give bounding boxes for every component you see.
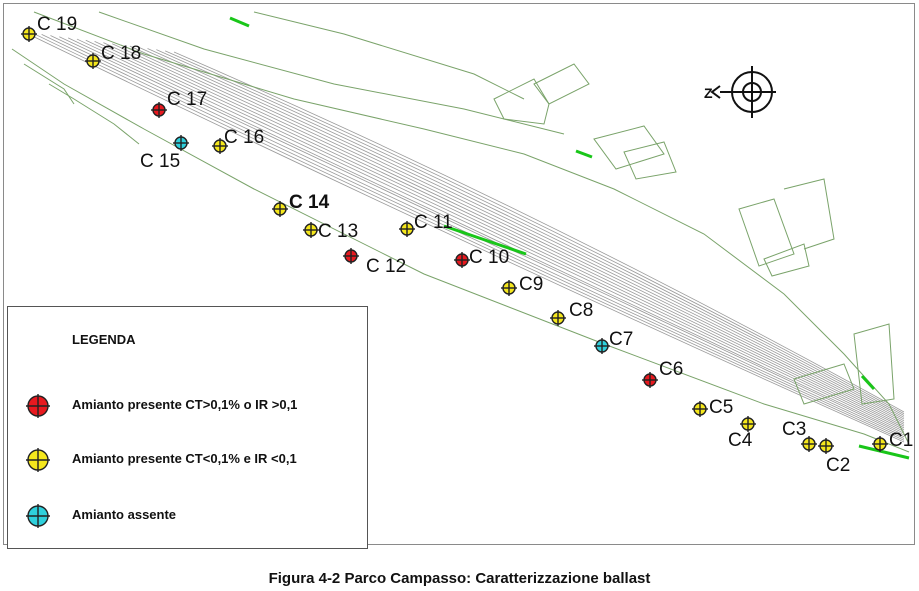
- sample-point-c1: C1: [872, 430, 913, 452]
- north-label: Z: [704, 85, 713, 101]
- sample-points: C 19 C 18 C 17 C 16 C 15 C 14 C 13 C 12 C 11 C 10…: [21, 14, 913, 476]
- sample-point-label: C6: [659, 359, 683, 380]
- sample-point-label: C 18: [101, 43, 141, 64]
- sample-point-c2: C2: [818, 438, 850, 476]
- sample-point-label: C4: [728, 430, 753, 451]
- sample-point-label: C3: [782, 419, 806, 440]
- sample-point-c15: C 15: [140, 135, 189, 172]
- sample-point-label: C 15: [140, 151, 180, 172]
- legend-item-label: Amianto presente CT<0,1% e IR <0,1: [72, 451, 297, 466]
- legend-title: LEGENDA: [72, 332, 136, 347]
- cyan-target-icon: [26, 504, 50, 528]
- sample-point-c6: C6: [642, 359, 683, 388]
- legend-item-yellow: Amianto presente CT<0,1% e IR <0,1: [20, 443, 360, 475]
- sample-point-c16: C 16: [212, 127, 264, 154]
- legend-item-label: Amianto presente CT>0,1% o IR >0,1: [72, 397, 298, 412]
- north-arrow: Z: [704, 66, 776, 118]
- sample-point-c13: C 13: [303, 221, 358, 242]
- legend-box: LEGENDA Amianto presente CT>0,1% o IR >0…: [7, 306, 368, 549]
- sample-point-label: C 11: [414, 212, 453, 233]
- sample-point-c8: C8: [550, 300, 593, 326]
- sample-point-label: C 10: [469, 247, 509, 268]
- legend-item-cyan: Amianto assente: [20, 499, 360, 531]
- legend-item-red: Amianto presente CT>0,1% o IR >0,1: [20, 389, 360, 421]
- sample-point-label: C 13: [318, 221, 358, 242]
- sample-point-label: C7: [609, 329, 633, 350]
- sample-point-label: C 17: [167, 89, 207, 110]
- sample-point-c19: C 19: [21, 14, 77, 42]
- sample-point-label: C 19: [37, 14, 77, 35]
- sample-point-c5: C5: [692, 397, 733, 418]
- sample-point-label: C8: [569, 300, 593, 321]
- figure-caption: Figura 4-2 Parco Campasso: Caratterizzaz…: [268, 570, 651, 587]
- track-lines: [23, 31, 905, 443]
- sample-point-c12: C 12: [343, 248, 406, 277]
- sample-point-label: C9: [519, 274, 543, 295]
- sample-point-label: C 16: [224, 127, 264, 148]
- green-features: [229, 16, 910, 460]
- yellow-target-icon: [26, 448, 50, 472]
- sample-point-label: C1: [889, 430, 913, 451]
- rail-yard-map: Z C 19C 18C 17C 16C 15C 14C 13C 12C 11C …: [11, 11, 913, 476]
- sample-point-label: C 12: [366, 256, 406, 277]
- red-target-icon: [26, 394, 50, 418]
- legend-item-label: Amianto assente: [72, 507, 177, 522]
- sample-point-c4: C4: [728, 416, 756, 451]
- sample-point-label: C 14: [289, 192, 330, 213]
- sample-point-c7: C7: [594, 329, 633, 354]
- sample-point-c3: C3: [782, 419, 817, 452]
- sample-point-label: C2: [826, 455, 850, 476]
- sample-point-c14: C 14: [272, 192, 330, 217]
- sample-point-label: C5: [709, 397, 733, 418]
- sample-point-c17: C 17: [151, 89, 207, 118]
- sample-point-c9: C9: [501, 274, 543, 296]
- sample-point-c11: C 11: [399, 212, 453, 237]
- sample-point-c18: C 18: [85, 43, 141, 69]
- sample-point-c10: C 10: [454, 247, 509, 268]
- yard-outline: [11, 11, 910, 453]
